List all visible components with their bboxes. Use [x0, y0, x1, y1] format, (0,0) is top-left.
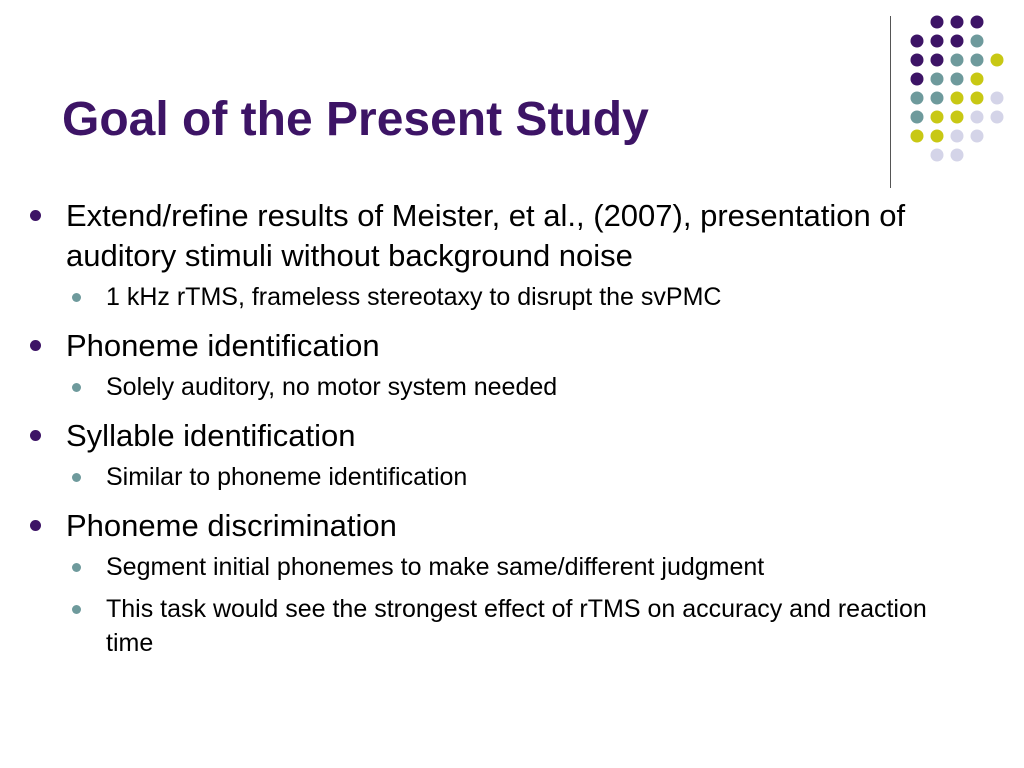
sub-bullet-item: Similar to phoneme identification: [30, 460, 966, 494]
bullet-item-2: Phoneme identification: [30, 326, 966, 366]
decorative-dot: [970, 15, 984, 29]
sub-bullet-text: Similar to phoneme identification: [106, 463, 468, 491]
decorative-dot: [930, 72, 944, 86]
decorative-dot: [910, 72, 924, 86]
decorative-dot: [970, 91, 984, 105]
bullet-item-3: Syllable identification: [30, 416, 966, 456]
decorative-dot: [990, 53, 1004, 67]
decorative-dot: [970, 72, 984, 86]
sub-bullet-text: This task would see the strongest effect…: [106, 595, 927, 657]
decorative-dot: [930, 129, 944, 143]
decorative-dot: [970, 34, 984, 48]
decorative-dot: [950, 148, 964, 162]
decorative-dot: [950, 129, 964, 143]
sub-bullet-dot-icon: [72, 293, 81, 302]
bullet-text: Syllable identification: [66, 418, 356, 453]
bullet-item-4: Phoneme discrimination: [30, 506, 966, 546]
decorative-dot: [930, 53, 944, 67]
decorative-dot: [910, 110, 924, 124]
sub-bullet-dot-icon: [72, 473, 81, 482]
bullet-list: Extend/refine results of Meister, et al.…: [30, 196, 990, 660]
bullet-dot-icon: [30, 340, 41, 351]
decorative-dot: [910, 34, 924, 48]
bullet-text: Phoneme identification: [66, 328, 380, 363]
sub-bullet-list: 1 kHz rTMS, frameless stereotaxy to disr…: [30, 280, 990, 314]
decorative-dot: [990, 110, 1004, 124]
decorative-dot: [910, 91, 924, 105]
decorative-dot: [950, 15, 964, 29]
slide-title: Goal of the Present Study: [62, 93, 649, 146]
sub-bullet-dot-icon: [72, 605, 81, 614]
decorative-dot: [950, 91, 964, 105]
decorative-dot: [930, 15, 944, 29]
decorative-dot: [950, 34, 964, 48]
bullet-dot-icon: [30, 520, 41, 531]
decorative-dot: [950, 53, 964, 67]
bullet-text: Phoneme discrimination: [66, 508, 397, 543]
decorative-dot: [930, 91, 944, 105]
decorative-dot: [970, 129, 984, 143]
decorative-dot: [970, 53, 984, 67]
bullet-dot-icon: [30, 210, 41, 221]
sub-bullet-item: Solely auditory, no motor system needed: [30, 370, 966, 404]
sub-bullet-dot-icon: [72, 563, 81, 572]
sub-bullet-item: Segment initial phonemes to make same/di…: [30, 550, 966, 584]
decorative-dot: [910, 129, 924, 143]
decorative-dot: [950, 72, 964, 86]
sub-bullet-text: 1 kHz rTMS, frameless stereotaxy to disr…: [106, 283, 722, 311]
decorative-dot: [950, 110, 964, 124]
sub-bullet-text: Segment initial phonemes to make same/di…: [106, 553, 765, 581]
sub-bullet-list: Solely auditory, no motor system needed: [30, 370, 990, 404]
bullet-dot-icon: [30, 430, 41, 441]
decorative-dot: [930, 34, 944, 48]
decorative-dot: [930, 148, 944, 162]
decorative-dot: [970, 110, 984, 124]
sub-bullet-item: 1 kHz rTMS, frameless stereotaxy to disr…: [30, 280, 966, 314]
bullet-item-1: Extend/refine results of Meister, et al.…: [30, 196, 966, 276]
sub-bullet-list: Similar to phoneme identification: [30, 460, 990, 494]
decorative-dot: [990, 91, 1004, 105]
sub-bullet-dot-icon: [72, 383, 81, 392]
vertical-divider: [890, 16, 891, 188]
sub-bullet-text: Solely auditory, no motor system needed: [106, 373, 558, 401]
bullet-text: Extend/refine results of Meister, et al.…: [66, 198, 906, 273]
decorative-dot: [930, 110, 944, 124]
sub-bullet-list: Segment initial phonemes to make same/di…: [30, 550, 990, 660]
decorative-dot: [910, 53, 924, 67]
sub-bullet-item: This task would see the strongest effect…: [30, 592, 966, 660]
